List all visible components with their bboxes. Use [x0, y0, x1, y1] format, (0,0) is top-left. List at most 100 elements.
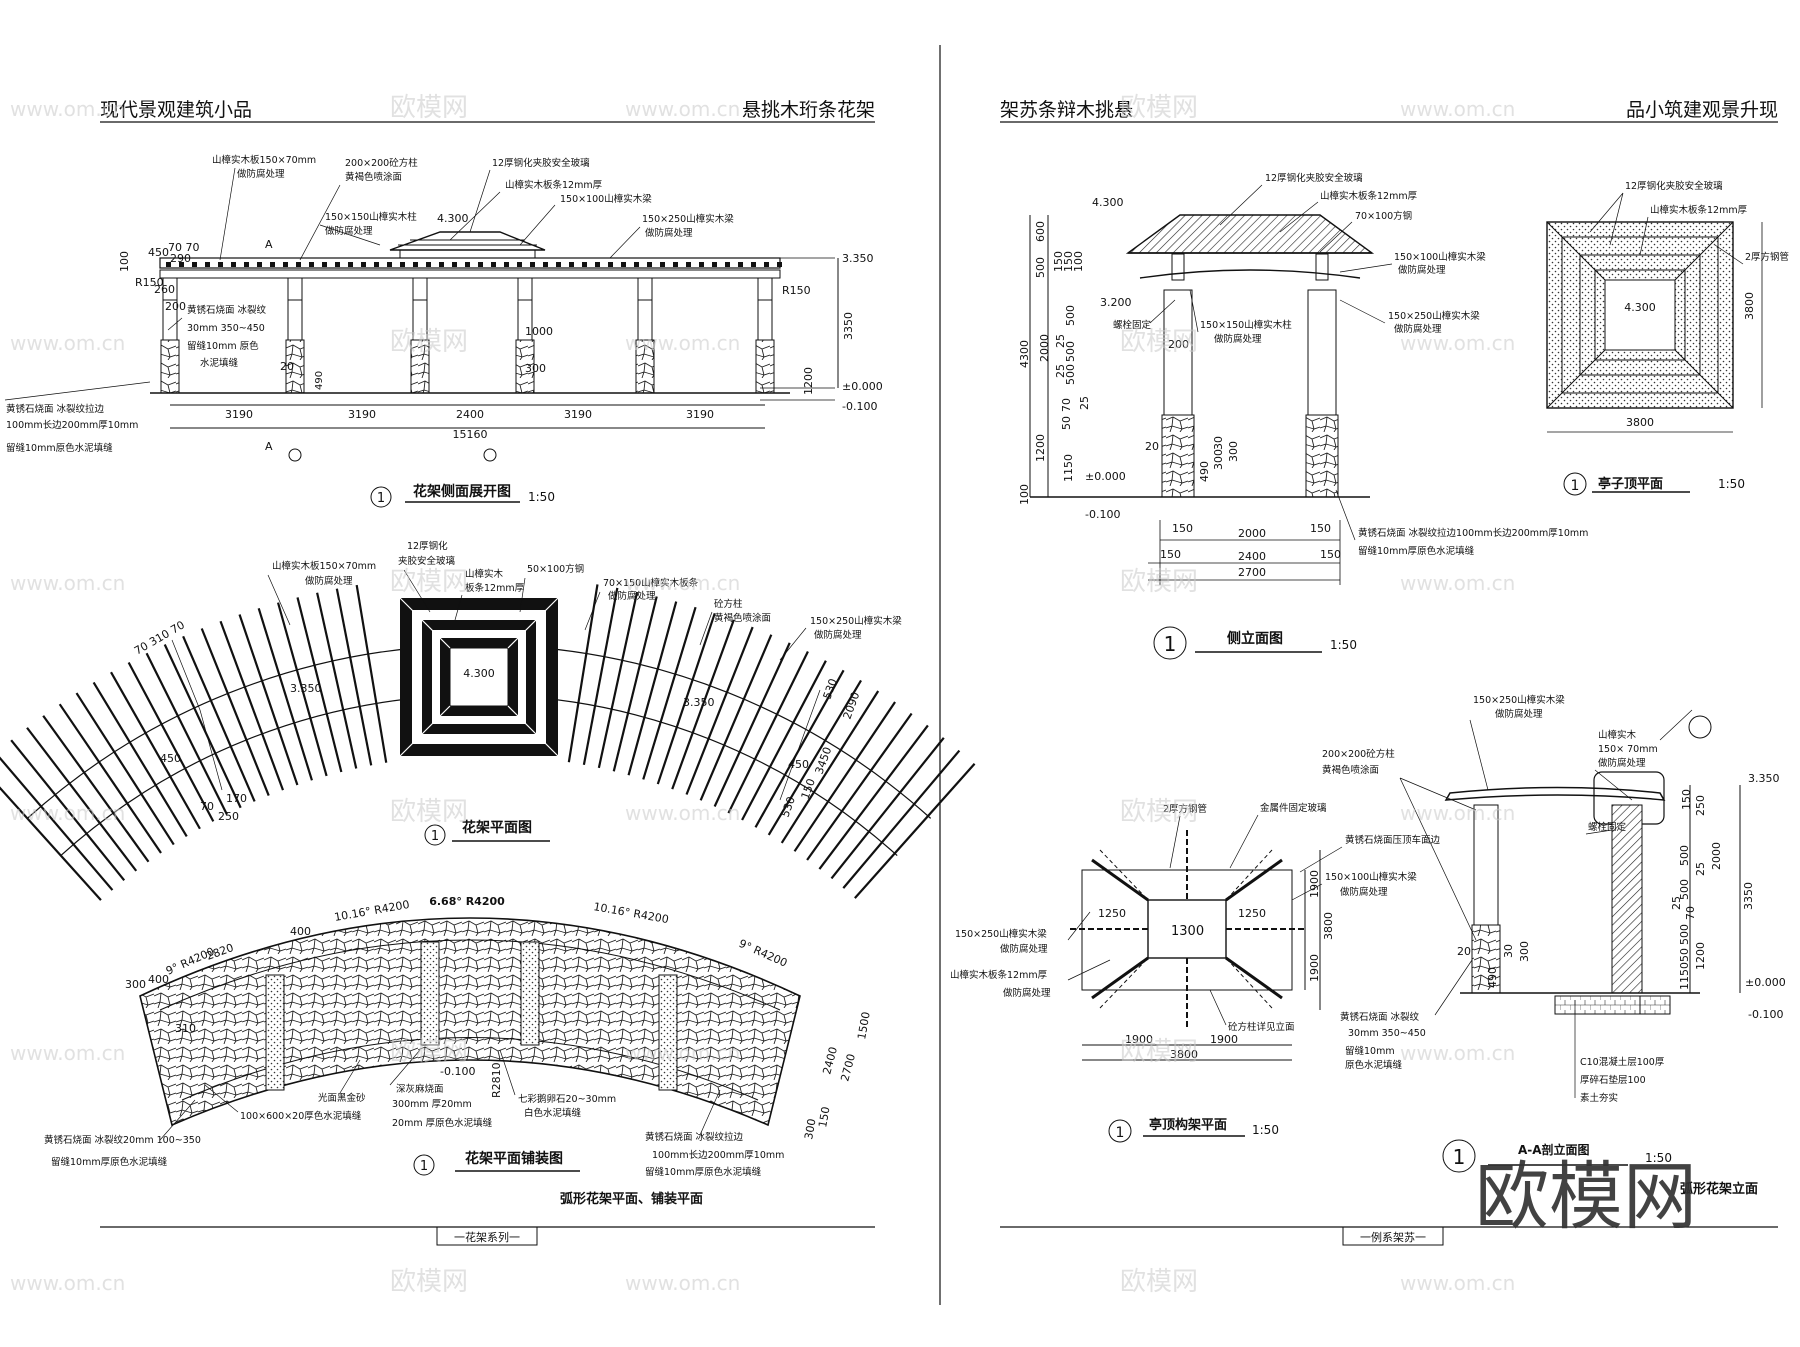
callout: 100×600×20厚色水泥填缝 — [240, 1110, 362, 1122]
rafter-ticks — [166, 262, 782, 267]
drawing-scale: 1:50 — [1718, 477, 1745, 491]
frame-axes — [1070, 830, 1305, 1030]
title-number: 1 — [1116, 1125, 1125, 1141]
plan-slat — [806, 712, 913, 861]
foundation — [1639, 995, 1671, 1015]
dim-text: 2700 — [1238, 566, 1266, 579]
column-base — [160, 339, 180, 394]
plan-slat — [767, 679, 862, 836]
rafter-end — [439, 262, 444, 267]
callout: 150×100山樟实木梁 — [1394, 251, 1486, 263]
plan-slat — [830, 737, 945, 880]
plan-slat — [612, 596, 658, 772]
plan-slat — [335, 588, 373, 766]
dim-text: R150 — [782, 284, 811, 297]
dim-text: 20 — [1145, 440, 1159, 453]
dim-text: 25 — [1670, 896, 1683, 910]
drawing-title: A-A剖立面图 — [1518, 1142, 1590, 1157]
watermark-text: 欧模网 — [390, 567, 468, 597]
callout: 做防腐处理 — [1394, 323, 1442, 335]
dim-lines — [1547, 222, 1763, 433]
dim-text: 200 — [165, 300, 186, 313]
dim-text: 500 — [1678, 845, 1691, 866]
rafter-end — [569, 262, 574, 267]
watermark-url: www.om.cn — [625, 1041, 740, 1065]
plan-slat — [818, 724, 929, 870]
dim-text: R150 — [135, 276, 164, 289]
plan-slat — [145, 652, 228, 815]
callout: 做防腐处理 — [1598, 757, 1646, 769]
roof-post — [1171, 253, 1185, 281]
dim-text: 100 — [1072, 251, 1085, 272]
title-circle — [424, 824, 446, 846]
title-number: 1 — [1453, 1145, 1466, 1169]
callout: 150×100山樟实木梁 — [560, 193, 652, 205]
footer-box — [436, 1226, 538, 1246]
plan-slat — [582, 587, 619, 766]
rafter-end — [296, 262, 301, 267]
dim-text: 200 — [1168, 338, 1189, 351]
rafter-end — [413, 262, 418, 267]
plan-slat — [355, 584, 388, 763]
callout: 12厚钢化夹胶安全玻璃 — [1625, 180, 1723, 192]
rafter-end — [270, 262, 275, 267]
callout: 山樟实木板条12mm厚 — [1650, 204, 1748, 216]
callout-leaders — [1399, 709, 1693, 1098]
callout: 留缝10mm厚原色水泥填缝 — [51, 1156, 168, 1168]
drawing-scale: 1:50 — [528, 490, 555, 504]
callout: 螺栓固定 — [1113, 319, 1152, 331]
callout: 30mm 350~450 — [187, 323, 265, 334]
callout: 2厚方钢管 — [1745, 251, 1789, 263]
section-drawing: 3.350 ±0.000 -0.100 150 250 500 25 2000 … — [1322, 694, 1786, 1197]
level-mark: -0.100 — [842, 400, 877, 413]
rafter-end — [335, 262, 340, 267]
span-dim: 3190 — [225, 408, 253, 421]
section-mark: A — [265, 238, 273, 251]
rafter-end — [478, 262, 483, 267]
section-roof — [1444, 786, 1666, 801]
watermark-text: 欧模网 — [1120, 567, 1198, 597]
callout: 黄褐色喷涂面 — [345, 171, 402, 183]
callout: 黄褐色喷涂面 — [1322, 764, 1379, 776]
dim-text: 2000 — [1238, 527, 1266, 540]
left-sheet: 现代景观建筑小品 悬挑木珩条花架 3190 3190 2400 3190 3 — [0, 99, 976, 1246]
section-mark: A — [265, 440, 273, 453]
rafter-end — [699, 262, 704, 267]
span-dim: 3190 — [686, 408, 714, 421]
rafter-end — [608, 262, 613, 267]
dim-text: 30 — [1502, 944, 1515, 958]
dim-text: 3800 — [1743, 292, 1756, 320]
dim-text: 250 — [218, 810, 239, 823]
pavilion-roof — [1125, 214, 1375, 254]
drawing-title: 花架平面铺装图 — [465, 1150, 563, 1167]
callout: 150×150山樟实木柱 — [325, 211, 417, 223]
rafter-end — [387, 262, 392, 267]
watermark-text: 欧模网 — [1120, 1267, 1198, 1297]
plan-slat — [238, 614, 299, 786]
dim-text: 3800 — [1322, 912, 1335, 940]
callout: 做防腐处理 — [1495, 708, 1543, 720]
column-shaft — [287, 277, 303, 341]
dim-text: 1200 — [802, 367, 815, 395]
dim-text: 50 — [1678, 948, 1691, 962]
column-shaft — [757, 277, 773, 341]
callout: 做防腐处理 — [325, 225, 373, 237]
level-mark: 3.350 — [290, 682, 322, 695]
rafter-end — [556, 262, 561, 267]
callout: 做防腐处理 — [1000, 943, 1048, 955]
dim-text: 150 — [1172, 522, 1193, 535]
callout: 150× 70mm — [1598, 744, 1658, 755]
roof-core — [1604, 279, 1676, 351]
callout: 留缝10mm厚原色水泥填缝 — [645, 1166, 762, 1178]
dim-text: 25 — [1054, 334, 1067, 348]
dim-text: 490 — [1198, 461, 1211, 482]
title-circle — [370, 486, 392, 508]
plan-slat — [854, 763, 976, 899]
dim-text: 3450 — [813, 745, 835, 776]
roof-plan-drawing: 4.300 3800 3800 12厚钢化夹胶安全玻璃 山樟实木板条12mm厚 … — [1546, 180, 1789, 496]
level-mark: -0.100 — [1748, 1008, 1783, 1021]
total-dim: 15160 — [453, 428, 488, 441]
dim-text: 3350 — [842, 312, 855, 340]
callout: 50×100方钢 — [527, 563, 584, 575]
watermark-url: www.om.cn — [10, 97, 125, 121]
